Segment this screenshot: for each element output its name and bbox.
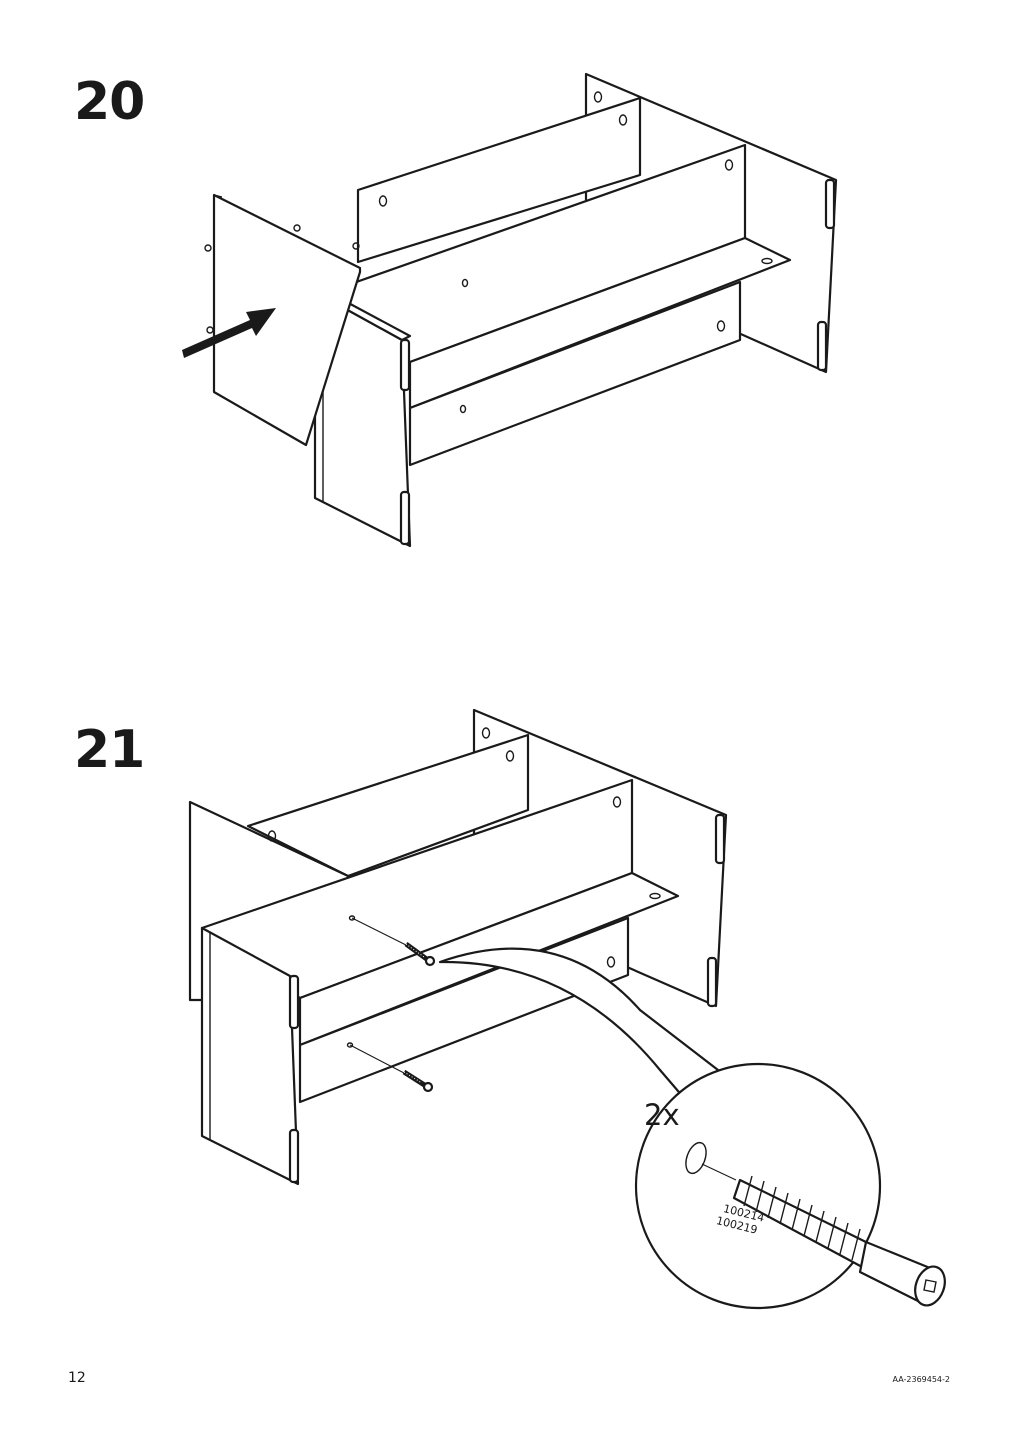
detail-magnifier xyxy=(634,1062,882,1310)
step-number-21: 21 xyxy=(74,720,145,780)
quantity-label: 2x xyxy=(644,1098,680,1132)
insert-arrow-icon xyxy=(182,308,276,358)
shelf-board xyxy=(408,236,792,410)
page-number: 12 xyxy=(68,1370,86,1386)
loose-panel xyxy=(212,193,362,447)
back-rail xyxy=(356,96,642,264)
document-code: AA-2369454-2 xyxy=(892,1375,950,1384)
step-number-20: 20 xyxy=(74,72,145,132)
left-side-panel xyxy=(200,926,300,1186)
bolt-detail-icon xyxy=(732,1175,946,1307)
screw-icon xyxy=(404,941,436,967)
step-20-illustration xyxy=(182,72,838,548)
step-21-illustration xyxy=(188,708,946,1310)
lower-rail xyxy=(408,280,742,467)
screw-icon xyxy=(402,1069,434,1093)
